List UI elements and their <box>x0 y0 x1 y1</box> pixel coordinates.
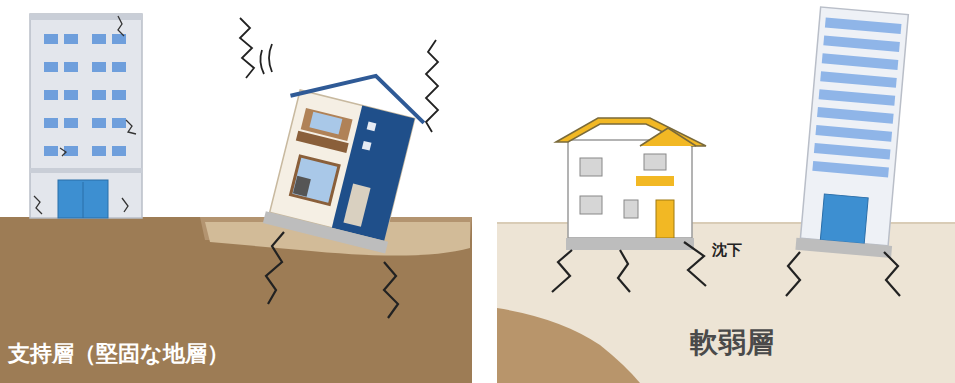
ground-cracks <box>552 242 900 296</box>
callout-label: 沈下 <box>712 242 742 259</box>
tilted-tall-building <box>795 7 912 258</box>
layer-label: 支持層（堅固な地層） <box>8 342 229 366</box>
tilted-house <box>259 57 432 255</box>
sinking-house <box>556 118 706 250</box>
office-building <box>30 14 142 218</box>
firm-layer <box>497 308 640 383</box>
soft-ground <box>497 223 955 383</box>
ground-cracks <box>266 232 398 318</box>
firm-ground <box>0 217 472 383</box>
layer-label: 軟弱層 <box>690 328 774 359</box>
